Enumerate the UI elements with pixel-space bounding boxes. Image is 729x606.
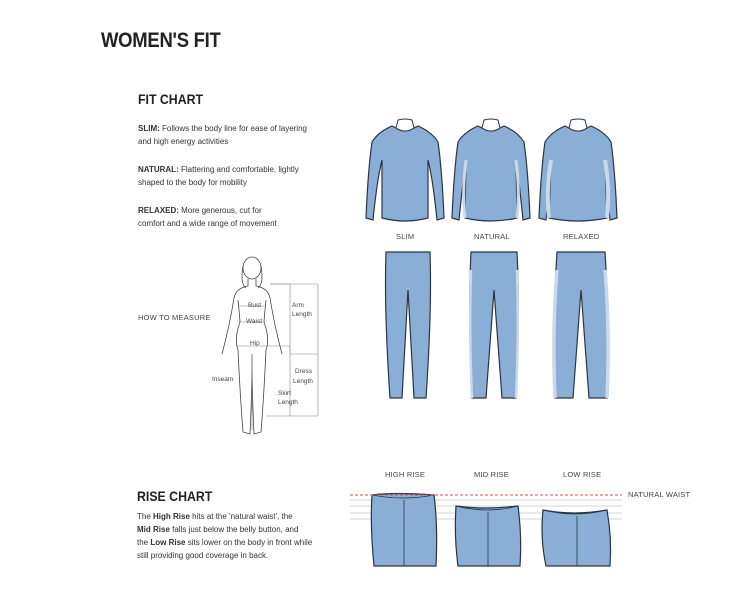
body-figure-illustration [221, 256, 319, 435]
measure-skirt-label-2: Length [278, 399, 298, 406]
natural-waist-label: NATURAL WAIST [628, 490, 691, 499]
fit-desc-slim-line1: Follows the body line for ease of layeri… [162, 124, 307, 133]
fit-desc-natural-line1: Flattering and comfortable, lightly [180, 165, 299, 174]
rise-text-mid: Mid Rise [137, 525, 170, 534]
pants-relaxed-illustration [552, 251, 610, 399]
fit-label-relaxed: RELAXED [563, 232, 600, 241]
rise-text-part5: sits lower on the body in front while [185, 538, 313, 547]
fit-desc-relaxed-line1: More generous, cut for [181, 206, 262, 215]
fit-term-natural: NATURAL: [138, 165, 179, 174]
measure-waist-label: Waist [246, 318, 263, 325]
fit-desc-relaxed-line2: comfort and a wide range of movement [138, 219, 277, 228]
measure-hip-label: Hip [250, 340, 260, 347]
pants-natural-illustration [468, 251, 520, 399]
shirt-slim-illustration [365, 118, 445, 222]
how-to-measure-label: HOW TO MEASURE [138, 313, 211, 322]
fit-desc-natural-line2: shaped to the body for mobility [138, 178, 247, 187]
measure-skirt-label-1: Skirt [278, 390, 291, 397]
rise-label-low: LOW RISE [563, 470, 602, 479]
shirt-relaxed-illustration [538, 118, 618, 222]
shirt-natural-illustration [451, 118, 531, 222]
measure-bust-label: Bust [248, 302, 262, 309]
fit-term-relaxed: RELAXED: [138, 206, 179, 215]
rise-text-high: High Rise [153, 512, 190, 521]
fit-description-slim: SLIM: Follows the body line for ease of … [138, 122, 338, 148]
pants-slim-illustration [384, 251, 432, 399]
measure-arm-label-1: Arm [292, 302, 304, 309]
rise-text-part3: falls just below the belly button, and [169, 525, 299, 534]
fit-desc-slim-line2: and high energy activities [138, 137, 229, 146]
fit-label-natural: NATURAL [474, 232, 510, 241]
rise-chart-illustration [350, 492, 622, 567]
rise-text-low: Low Rise [150, 538, 186, 547]
fit-chart-heading: FIT CHART [138, 91, 204, 107]
rise-label-mid: MID RISE [474, 470, 509, 479]
rise-text-part6: still providing good coverage in back. [137, 551, 269, 560]
measure-inseam-label: Inseam [212, 376, 234, 383]
rise-chart-heading: RISE CHART [137, 488, 213, 504]
measure-dress-label-1: Dress [295, 368, 312, 375]
rise-label-high: HIGH RISE [385, 470, 426, 479]
rise-chart-description: The High Rise hits at the 'natural waist… [137, 510, 347, 562]
measure-dress-label-2: Length [293, 378, 313, 385]
rise-text-part4: the [137, 538, 151, 547]
fit-label-slim: SLIM [396, 232, 415, 241]
page-title: WOMEN'S FIT [101, 29, 221, 52]
measure-arm-label-2: Length [292, 311, 312, 318]
fit-term-slim: SLIM: [138, 124, 160, 133]
fit-description-natural: NATURAL: Flattering and comfortable, lig… [138, 163, 338, 189]
rise-text-part1: The [137, 512, 154, 521]
fit-description-relaxed: RELAXED: More generous, cut for comfort … [138, 204, 338, 230]
rise-text-part2: hits at the 'natural waist', the [189, 512, 293, 521]
